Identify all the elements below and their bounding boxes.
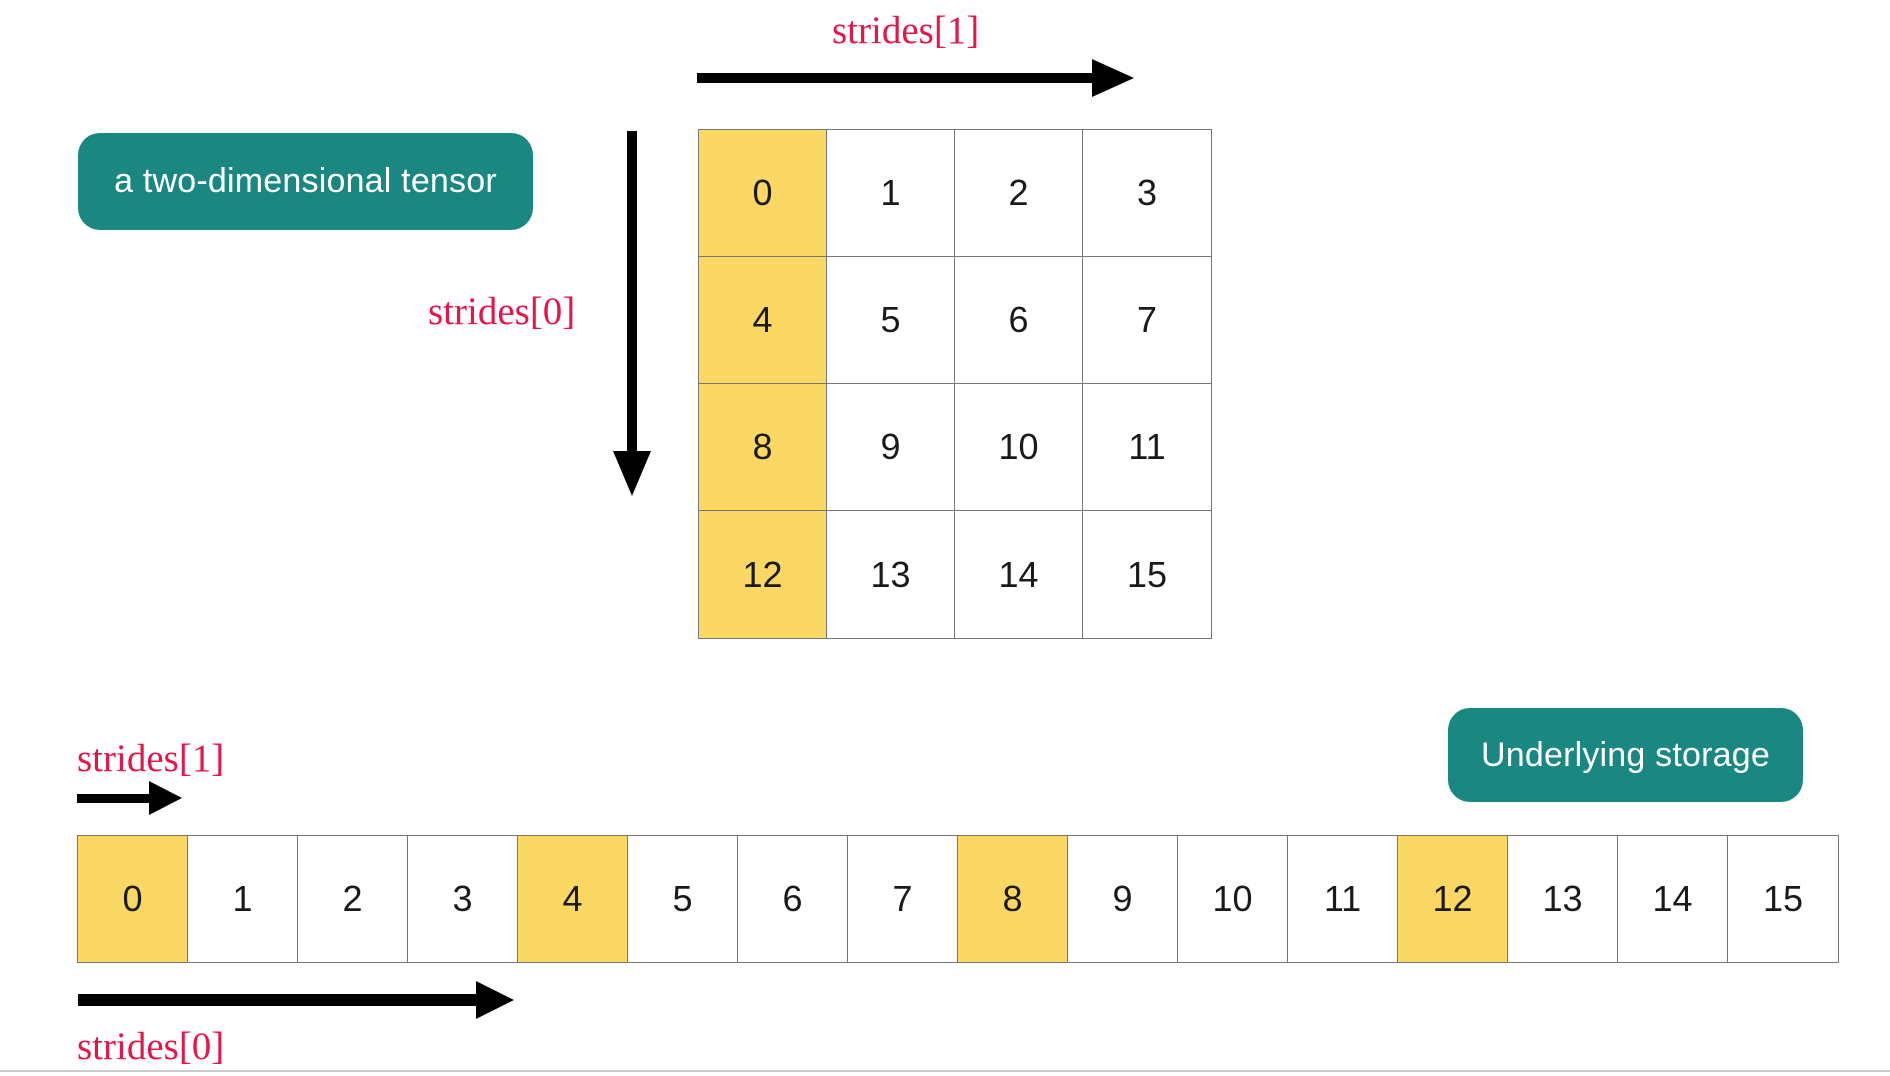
arrow-shaft — [78, 994, 476, 1006]
tensor-cell-2: 2 — [955, 130, 1083, 257]
storage-cell-5: 5 — [628, 836, 738, 962]
storage-cell-4: 4 — [518, 836, 628, 962]
storage-cell-15: 15 — [1728, 836, 1838, 962]
tensor-cell-15: 15 — [1083, 511, 1211, 638]
tensor-cell-5: 5 — [827, 257, 955, 384]
storage-cell-7: 7 — [848, 836, 958, 962]
tensor-cell-1: 1 — [827, 130, 955, 257]
storage-cell-6: 6 — [738, 836, 848, 962]
storage-cell-14: 14 — [1618, 836, 1728, 962]
tensor-cell-11: 11 — [1083, 384, 1211, 511]
storage-cell-2: 2 — [298, 836, 408, 962]
strides1-bottom-label: strides[1] — [77, 737, 225, 780]
tensor-cell-12: 12 — [699, 511, 827, 638]
storage-cell-11: 11 — [1288, 836, 1398, 962]
tensor-cell-9: 9 — [827, 384, 955, 511]
tensor-cell-10: 10 — [955, 384, 1083, 511]
arrow-shaft — [627, 131, 637, 453]
storage-cell-9: 9 — [1068, 836, 1178, 962]
tensor-badge-label: a two-dimensional tensor — [114, 162, 497, 200]
arrow-head — [613, 451, 651, 496]
strides1-top-label: strides[1] — [832, 9, 980, 52]
storage-cell-12: 12 — [1398, 836, 1508, 962]
strides0-mid-label: strides[0] — [428, 290, 576, 333]
storage-cell-10: 10 — [1178, 836, 1288, 962]
tensor-cell-13: 13 — [827, 511, 955, 638]
tensor-cell-14: 14 — [955, 511, 1083, 638]
arrow-shaft — [697, 73, 1092, 83]
tensor-badge: a two-dimensional tensor — [78, 133, 533, 230]
arrow-head — [149, 781, 182, 815]
storage-cell-0: 0 — [78, 836, 188, 962]
storage-cell-8: 8 — [958, 836, 1068, 962]
tensor-cell-8: 8 — [699, 384, 827, 511]
arrow-head — [476, 981, 514, 1019]
tensor-cell-6: 6 — [955, 257, 1083, 384]
storage-cell-3: 3 — [408, 836, 518, 962]
storage-cell-1: 1 — [188, 836, 298, 962]
bottom-divider — [0, 1070, 1890, 1072]
storage-badge-label: Underlying storage — [1481, 735, 1770, 774]
storage-badge: Underlying storage — [1448, 708, 1803, 802]
tensor-cell-7: 7 — [1083, 257, 1211, 384]
arrow-shaft — [77, 794, 149, 803]
strides0-bottom-label: strides[0] — [77, 1025, 225, 1068]
tensor-cell-3: 3 — [1083, 130, 1211, 257]
arrow-head — [1092, 59, 1134, 97]
tensor-cell-4: 4 — [699, 257, 827, 384]
tensor-cell-0: 0 — [699, 130, 827, 257]
storage-cell-13: 13 — [1508, 836, 1618, 962]
